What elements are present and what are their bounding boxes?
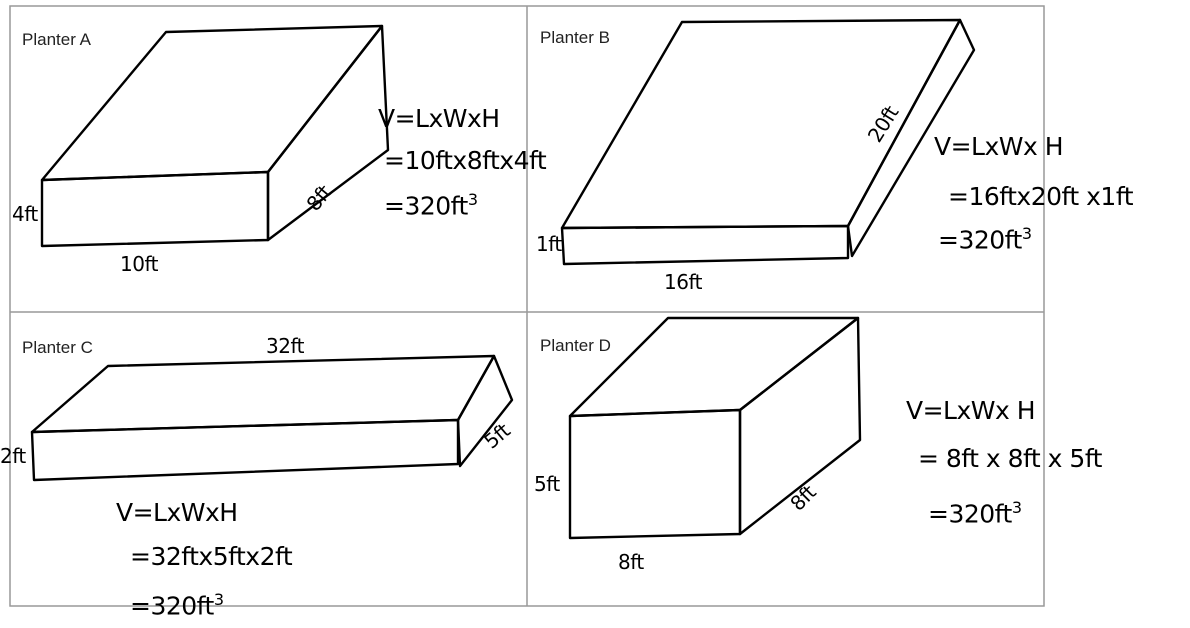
planter-c-result: =320ft3 [130, 590, 224, 621]
planter-d-formula: V=LxWx H [906, 396, 1036, 425]
planter-d-height-label: 5ft [534, 472, 560, 496]
planter-a-title: Planter A [22, 30, 91, 49]
planter-d-title: Planter D [540, 336, 611, 355]
planter-c-formula: V=LxWxH [116, 498, 238, 527]
planter-a-height-label: 4ft [12, 202, 38, 226]
planter-b-prism [560, 18, 976, 266]
panel-grid [9, 5, 1045, 607]
planter-b-formula: V=LxWx H [934, 132, 1064, 161]
planter-b-result: =320ft3 [938, 224, 1032, 255]
planter-c-substitution: =32ftx5ftx2ft [130, 542, 293, 571]
planter-c-title: Planter C [22, 338, 93, 357]
planter-a-formula: V=LxWxH [378, 104, 500, 133]
planter-b-substitution: =16ftx20ft x1ft [948, 182, 1134, 211]
planter-a-result: =320ft3 [384, 190, 478, 221]
planter-c-length-label: 32ft [266, 334, 304, 358]
planter-d-prism [568, 316, 862, 540]
planter-c-prism [30, 354, 514, 482]
planter-a-length-label: 10ft [120, 252, 158, 276]
planter-a-prism [40, 24, 390, 248]
planter-c-height-label: 2ft [0, 444, 26, 468]
planter-d-length-label: 8ft [618, 550, 644, 574]
planter-b-length-label: 16ft [664, 270, 702, 294]
planter-d-substitution: = 8ft x 8ft x 5ft [918, 444, 1102, 473]
planter-d-result: =320ft3 [928, 498, 1022, 529]
planter-a-substitution: =10ftx8ftx4ft [384, 146, 547, 175]
planter-b-height-label: 1ft [536, 232, 562, 256]
planter-b-title: Planter B [540, 28, 610, 47]
